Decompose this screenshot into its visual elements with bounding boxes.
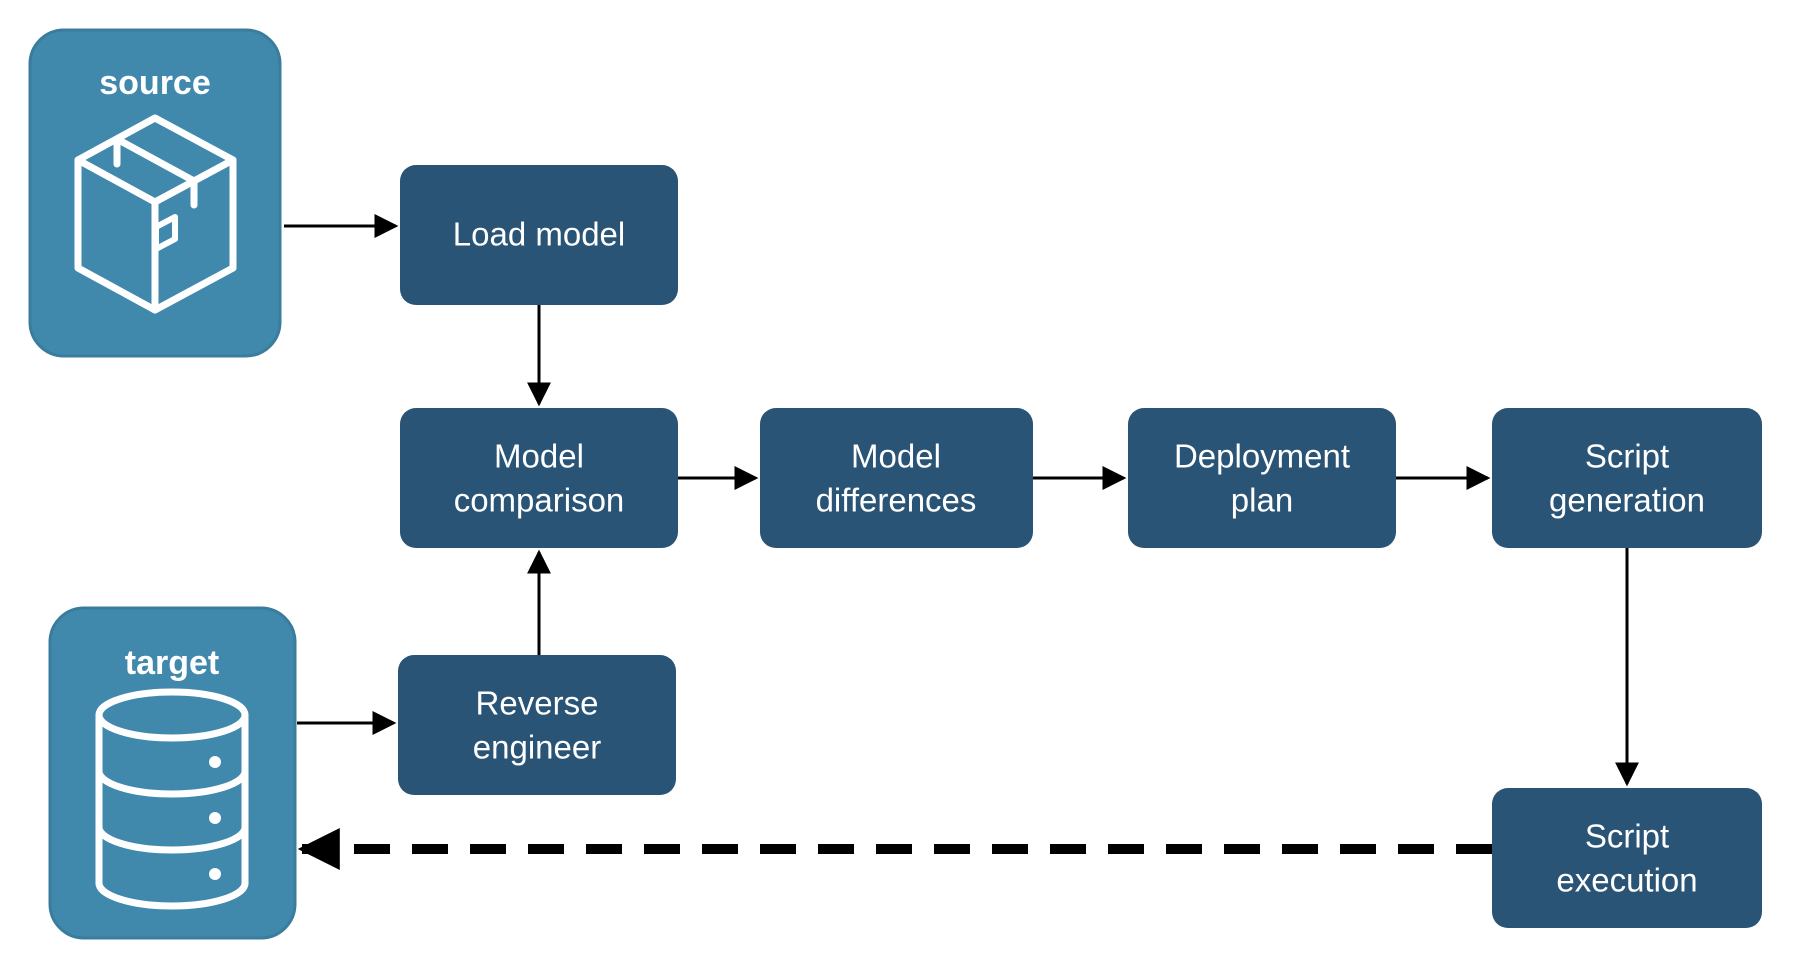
target-box[interactable] [48,606,297,940]
reverse-engineer-label-line2: engineer [473,729,601,766]
deployment-plan-label-line1: Deployment [1174,438,1350,475]
script-execution-box[interactable] [1492,788,1762,928]
deployment-plan-label-line2: plan [1231,482,1293,519]
model-comparison-label-line2: comparison [454,482,625,519]
script-generation-label-line1: Script [1585,438,1669,475]
reverse-engineer-label-line1: Reverse [476,685,599,722]
connector-layer [284,214,1639,870]
model-differences-label-line2: differences [816,482,977,519]
process-deployment-plan[interactable]: Deployment plan [1128,408,1396,548]
process-load-model[interactable]: Load model [400,165,678,305]
process-model-differences[interactable]: Model differences [760,408,1033,548]
model-differences-label-line1: Model [851,438,941,475]
reverse-engineer-box[interactable] [398,655,676,795]
load-model-box[interactable] [400,165,678,305]
model-comparison-box[interactable] [400,408,678,548]
process-reverse-engineer[interactable]: Reverse engineer [398,655,676,795]
process-script-execution[interactable]: Script execution [1492,788,1762,928]
script-execution-label-line2: execution [1556,862,1697,899]
script-generation-label-line2: generation [1549,482,1705,519]
deployment-plan-box[interactable] [1128,408,1396,548]
database-cylinder-icon [95,688,249,910]
endpoint-source[interactable]: source [28,28,282,358]
package-box-icon [74,114,237,314]
process-script-generation[interactable]: Script generation [1492,408,1762,548]
process-model-comparison[interactable]: Model comparison [400,408,678,548]
load-model-label-line1: Load model [453,216,625,253]
source-label: source [99,64,211,102]
target-label: target [125,644,219,682]
model-comparison-label-line1: Model [494,438,584,475]
model-differences-box[interactable] [760,408,1033,548]
script-generation-box[interactable] [1492,408,1762,548]
endpoint-target[interactable]: target [48,606,297,940]
script-execution-label-line1: Script [1585,818,1669,855]
